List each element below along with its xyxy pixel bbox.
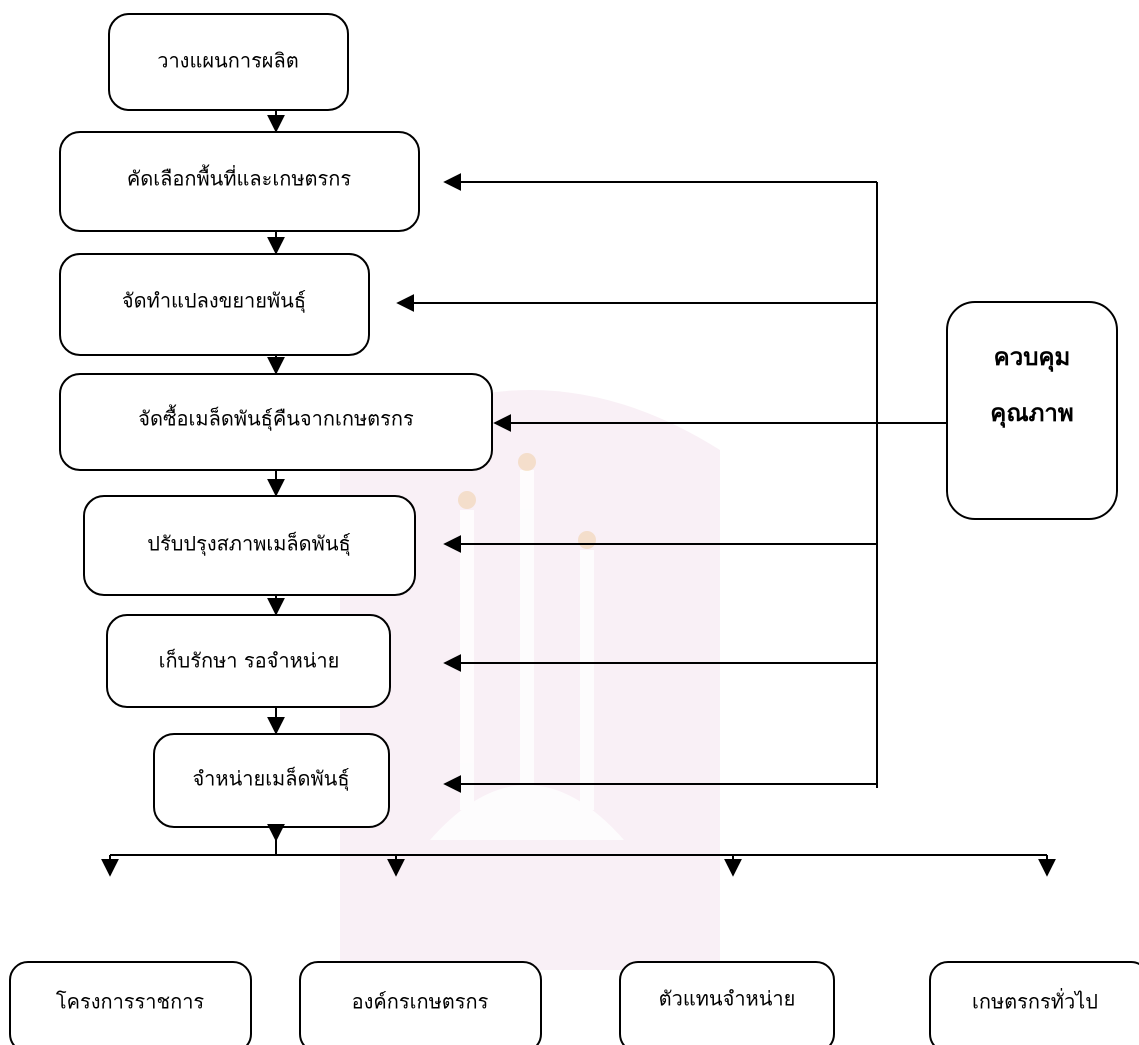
step-storage: เก็บรักษา รอจำหน่าย [106,614,391,708]
output-label: เกษตรกรทั่วไป [972,988,1098,1014]
output-farmer-organizations: องค์กรเกษตรกร [299,961,542,1045]
step-label: จัดซื้อเมล็ดพันธุ์คืนจากเกษตรกร [138,405,414,432]
step-plan-production: วางแผนการผลิต [108,13,349,111]
output-label: องค์กรเกษตรกร [352,990,489,1014]
step-sell-seeds: จำหน่ายเมล็ดพันธุ์ [153,733,390,828]
distribution-lines [101,823,1056,877]
output-government-projects: โครงการราชการ [9,961,252,1045]
output-label: ตัวแทนจำหน่าย [659,987,796,1011]
output-label: โครงการราชการ [56,990,205,1014]
step-label: จำหน่ายเมล็ดพันธุ์ [192,766,349,792]
qc-feedback-lines [396,173,947,793]
step-label: จัดทำแปลงขยายพันธุ์ [122,289,306,314]
qc-line1: ควบคุม [994,343,1071,373]
output-general-farmers: เกษตรกรทั่วไป [929,961,1139,1045]
step-label: วางแผนการผลิต [157,49,299,73]
step-label: เก็บรักษา รอจำหน่าย [159,648,340,673]
step-label: ปรับปรุงสภาพเมล็ดพันธุ์ [147,531,350,557]
step-label: คัดเลือกพื้นที่และเกษตรกร [127,165,351,191]
qc-line2: คุณภาพ [990,399,1073,429]
step-seed-conditioning: ปรับปรุงสภาพเมล็ดพันธุ์ [83,495,416,596]
step-buyback-seeds: จัดซื้อเมล็ดพันธุ์คืนจากเกษตรกร [59,373,493,471]
step-propagation-plots: จัดทำแปลงขยายพันธุ์ [59,253,370,356]
step-select-area-farmers: คัดเลือกพื้นที่และเกษตรกร [59,131,420,232]
output-sales-agents: ตัวแทนจำหน่าย [619,961,835,1045]
quality-control-box: ควบคุม คุณภาพ [946,301,1118,520]
